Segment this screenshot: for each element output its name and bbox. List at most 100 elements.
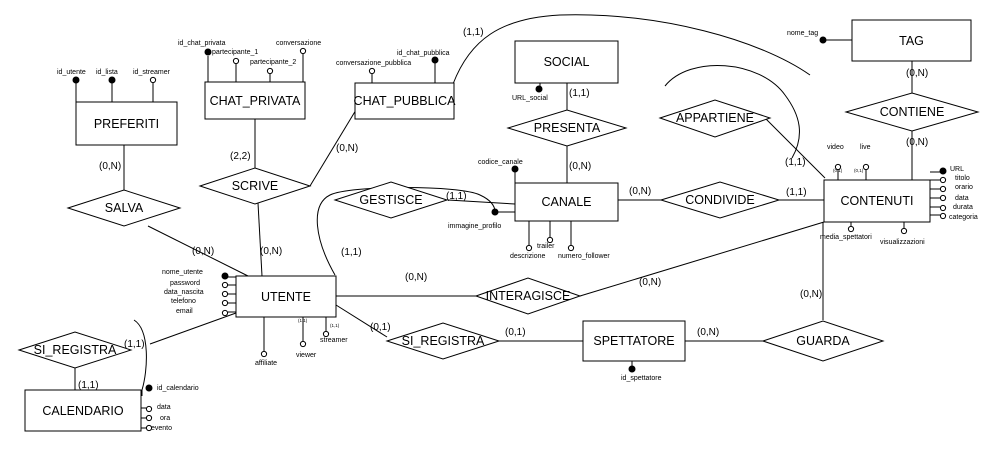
card-viewer: (1,1) [298,318,308,323]
attr-ora: ora [160,415,170,422]
rel-gestisce-label: GESTISCE [359,193,422,207]
attr-partecipante-2: partecipante_2 [250,59,296,66]
rel-si-registra-spettatore[interactable]: SI_REGISTRA [385,322,501,360]
card-contenuti-interagisce: (0,N) [639,277,661,288]
entity-spettatore[interactable]: SPETTATORE [582,320,686,362]
line-salva-utente [147,225,249,277]
attr-cal-data: data [157,404,171,411]
attr-id-calendario: id_calendario [157,385,199,392]
rel-scrive-label: SCRIVE [232,179,279,193]
entity-preferiti[interactable]: PREFERITI [75,101,178,146]
card-utente-si-registra-cal: (1,1) [124,339,145,350]
rel-guarda-label: GUARDA [796,334,850,348]
entity-chat-privata-label: CHAT_PRIVATA [210,94,301,108]
rel-si-registra-calendario-label: SI_REGISTRA [34,343,117,357]
attr-data-nascita: data_nascita [164,289,204,296]
line-utente-siregistra-cal [149,312,237,345]
card-tag-contiene: (0,N) [906,68,928,79]
rel-contiene-label: CONTIENE [880,105,945,119]
card-chat-privata-scrive: (2,2) [230,151,251,162]
attr-nome-tag-key [819,36,827,44]
rel-appartiene-label: APPARTIENE [676,111,754,125]
attr-nome-utente: nome_utente [162,269,203,276]
rel-scrive[interactable]: SCRIVE [198,167,312,205]
rel-appartiene[interactable]: APPARTIENE [658,99,772,138]
card-streamer: (1,1) [330,323,340,328]
rel-si-registra-calendario[interactable]: SI_REGISTRA [17,331,133,369]
card-utente-interagisce: (0,N) [405,272,427,283]
card-canale-condivide: (0,N) [629,186,651,197]
rel-interagisce[interactable]: INTERAGISCE [474,277,582,315]
attr-id-spettatore: id_spettatore [621,375,662,382]
attr-numero-follower: numero_follower [558,253,610,260]
entities: TAG SOCIAL CHAT_PRIVATA CHAT_PUBBLICA PR… [24,19,972,432]
attr-conversazione-pubblica: conversazione_pubblica [336,60,411,67]
entity-chat-privata[interactable]: CHAT_PRIVATA [204,81,306,120]
attr-data: data [955,195,969,202]
attr-telefono: telefono [171,298,196,305]
attr-email: email [176,308,193,315]
card-utente-si-registra-spett: (0,1) [370,322,391,333]
card-utente-salva: (0,N) [192,246,214,257]
rel-interagisce-label: INTERAGISCE [486,289,571,303]
attr-url-social: URL_social [512,95,548,102]
rel-salva[interactable]: SALVA [66,189,182,227]
line-scrive-chatpubblica [309,99,363,187]
card-canale-gestisce: (1,1) [446,191,467,202]
rel-gestisce[interactable]: GESTISCE [333,181,449,219]
rel-salva-label: SALVA [105,201,144,215]
line-scrive-utente [257,202,263,277]
entity-calendario[interactable]: CALENDARIO [24,389,142,432]
attr-affiliate: affiliate [255,360,277,367]
attr-id-chat-privata: id_chat_privata [178,40,226,47]
line-chatpubblica-appartiene [452,14,811,85]
cardinalities: (0,N) (0,N) (1,1) (1,1) (1,1) (0,N) (2,2… [78,27,928,391]
attr-partecipante-1: partecipante_1 [212,49,258,56]
attributes: nome_tag URL_social id_chat_privata part… [57,30,978,432]
attr-titolo: titolo [955,175,970,182]
card-preferiti-salva: (0,N) [99,161,121,172]
card-spettatore-guarda: (0,N) [697,327,719,338]
entity-social[interactable]: SOCIAL [514,40,619,84]
rel-contiene[interactable]: CONTIENE [844,92,980,132]
line-appartiene-contenuti [764,117,826,179]
attr-trailer: trailer [537,243,555,250]
rel-presenta[interactable]: PRESENTA [506,109,628,147]
rel-guarda[interactable]: GUARDA [761,320,885,362]
entity-spettatore-label: SPETTATORE [593,334,674,348]
attr-id-lista: id_lista [96,69,118,76]
card-contenuti-appartiene: (1,1) [785,157,806,168]
attr-media-spettatori: media_spettatori [820,234,872,241]
card-contenuti-condivide: (1,1) [786,187,807,198]
card-utente-gestisce: (1,1) [341,247,362,258]
attr-nome-tag: nome_tag [787,30,818,37]
card-calendario-si-registra: (1,1) [78,380,99,391]
attr-id-utente: id_utente [57,69,86,76]
line-appartiene-loop [664,64,800,159]
line-interagisce-contenuti [579,221,825,297]
entity-canale[interactable]: CANALE [514,182,619,222]
rel-presenta-label: PRESENTA [534,121,601,135]
rel-condivide[interactable]: CONDIVIDE [659,181,781,219]
card-canale-presenta: (0,N) [569,161,591,172]
attr-streamer: streamer [320,337,348,344]
attr-immagine-profilo: immagine_profilo [448,223,501,230]
attr-durata: durata [953,204,973,211]
attr-descrizione: descrizione [510,253,546,260]
entity-contenuti[interactable]: CONTENUTI [823,179,931,223]
entity-chat-pubblica[interactable]: CHAT_PUBBLICA [354,82,457,120]
rel-si-registra-spettatore-label: SI_REGISTRA [402,334,485,348]
entity-tag[interactable]: TAG [851,19,972,62]
card-social-presenta: (1,1) [569,88,590,99]
line-calendario-loop [133,319,147,391]
line-gestisce-canale [447,199,516,205]
attr-url: URL [950,166,964,173]
attr-visualizzazioni: visualizzazioni [880,239,925,246]
entity-utente[interactable]: UTENTE [235,275,337,318]
attr-codice-canale: codice_canale [478,159,523,166]
rel-condivide-label: CONDIVIDE [685,193,754,207]
card-spettatore-si-registra: (0,1) [505,327,526,338]
attr-viewer: viewer [296,352,317,359]
attr-id-chat-pubblica: id_chat_pubblica [397,50,450,57]
